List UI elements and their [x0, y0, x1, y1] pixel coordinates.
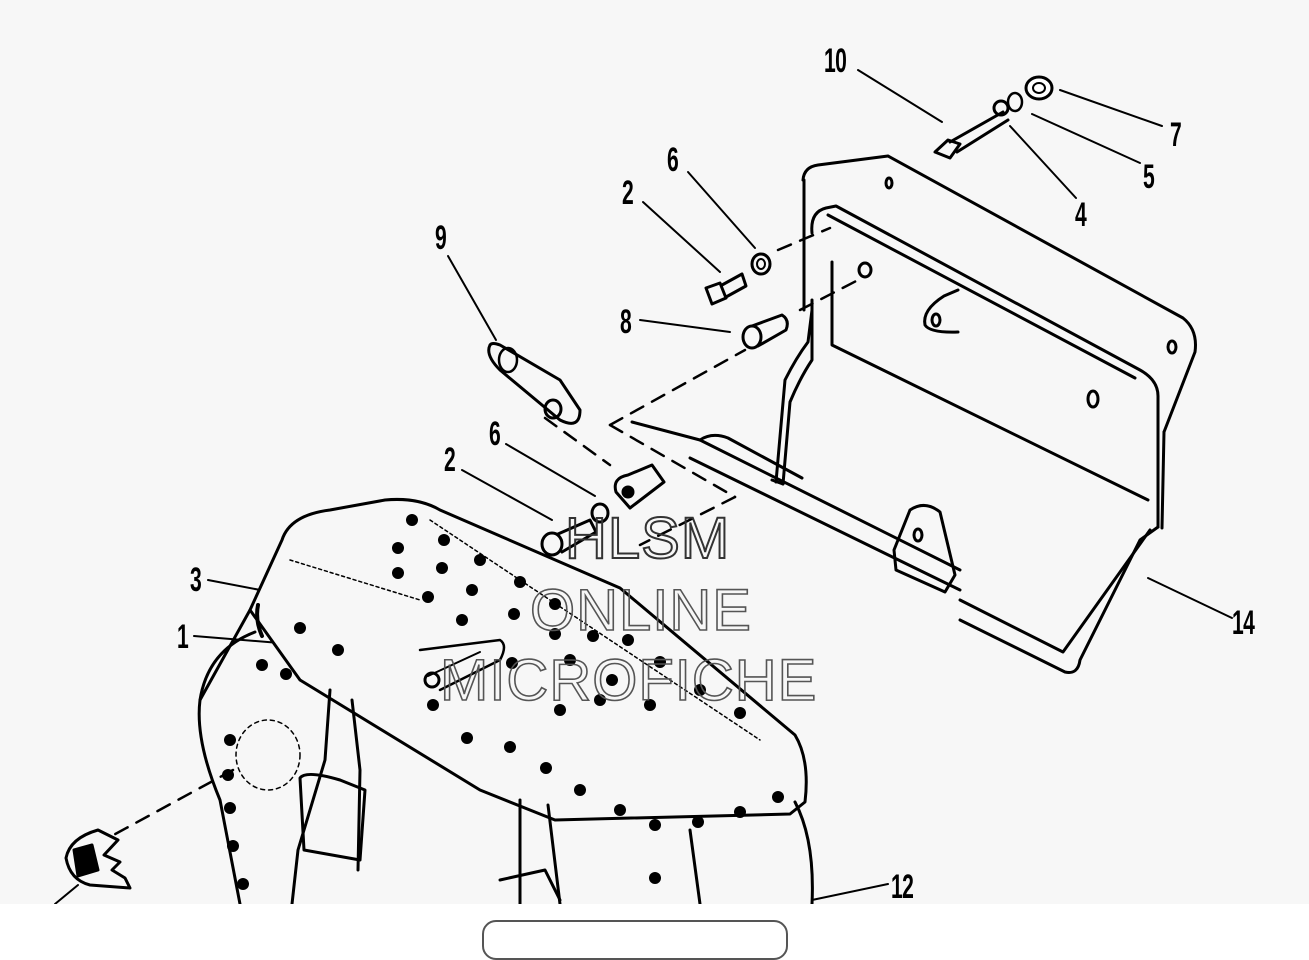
callout-3: 3 [190, 561, 202, 599]
part-9-link [487, 342, 582, 425]
callout-7: 7 [1170, 116, 1182, 154]
leader-lines [54, 69, 1233, 904]
part-2-bolt-lower [540, 463, 666, 557]
part-2-bolt-upper [704, 252, 772, 306]
callout-10: 10 [824, 42, 847, 80]
callout-4: 4 [1075, 196, 1087, 234]
part-10-stud [933, 75, 1054, 160]
watermark-line-2: ONLINE [529, 578, 752, 643]
bottom-toolbar [0, 904, 1309, 926]
watermark-line-3: MICROFICHE [439, 648, 818, 713]
callout-8: 8 [620, 303, 632, 341]
part-8-bushing [741, 313, 789, 350]
callout-2: 2 [622, 174, 634, 212]
callout-6: 6 [667, 141, 679, 179]
callout-2: 2 [444, 441, 456, 479]
rivets [222, 514, 784, 890]
part-12-saddlebag [197, 498, 814, 904]
callout-12: 12 [891, 868, 914, 904]
parts-diagram-image [54, 69, 1233, 904]
watermark-line-1: HLSM [564, 506, 731, 571]
nav-button[interactable] [482, 920, 788, 960]
diagram-viewer[interactable]: 10 7 5 4 6 2 9 8 6 2 3 1 14 12 HLSM ONLI… [0, 0, 1309, 904]
callout-9: 9 [435, 219, 447, 257]
callout-14: 14 [1232, 604, 1255, 642]
callout-1: 1 [177, 618, 189, 656]
callout-5: 5 [1143, 158, 1155, 196]
part-emblem [64, 828, 132, 890]
callout-6: 6 [489, 415, 501, 453]
part-14-bracket [630, 154, 1197, 674]
